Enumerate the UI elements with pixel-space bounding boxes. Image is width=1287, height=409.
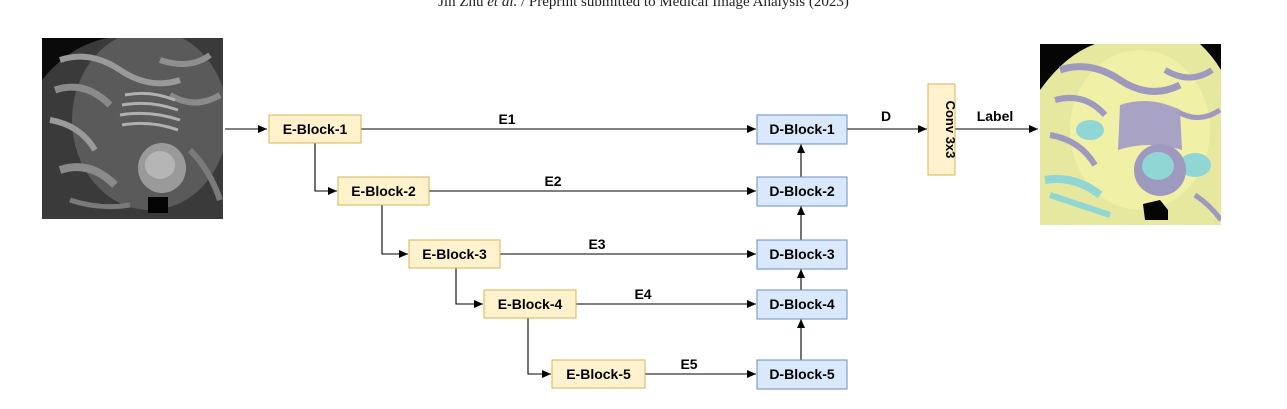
d-output-label: D	[881, 108, 891, 124]
skip-label-e1: E1	[498, 111, 515, 127]
skip-label-e5: E5	[680, 356, 697, 372]
arrow-e4-to-e5	[527, 318, 551, 378]
d-block-3-label: D-Block-3	[769, 246, 835, 262]
d-block-2: D-Block-2	[756, 176, 848, 207]
e-block-1: E-Block-1	[268, 114, 362, 144]
e-block-2-label: E-Block-2	[351, 183, 416, 199]
d-block-4-label: D-Block-4	[769, 296, 835, 312]
d-block-4: D-Block-4	[756, 289, 848, 320]
skip-label-e2: E2	[544, 173, 561, 189]
d-block-2-label: D-Block-2	[769, 183, 835, 199]
arrow-e2-to-e3	[381, 205, 408, 258]
connectors	[225, 125, 1038, 378]
e-block-2: E-Block-2	[337, 176, 430, 206]
arrow-e1-to-e2	[314, 143, 337, 195]
skip-label-e4: E4	[634, 286, 651, 302]
header-rest: / Preprint submitted to Medical Image An…	[521, 0, 849, 10]
encoder-blocks: E-Block-1 E-Block-2 E-Block-3 E-Block-4 …	[268, 114, 646, 389]
e-block-3: E-Block-3	[408, 239, 501, 269]
e-block-3-label: E-Block-3	[422, 246, 487, 262]
input-mri-image	[42, 38, 223, 219]
header-author: Jin Zhu	[438, 0, 484, 10]
skip-label-e3: E3	[588, 236, 605, 252]
e-block-5-label: E-Block-5	[566, 366, 631, 382]
e-block-1-label: E-Block-1	[283, 121, 348, 137]
d-block-3: D-Block-3	[756, 239, 848, 270]
output-label-text: Label	[977, 108, 1014, 124]
conv-block-label: Conv 3x3	[943, 101, 958, 159]
e-block-4: E-Block-4	[483, 289, 577, 319]
d-block-5-label: D-Block-5	[769, 366, 835, 382]
conv-block: Conv 3x3	[927, 83, 958, 176]
e-block-4-label: E-Block-4	[498, 296, 563, 312]
d-block-5: D-Block-5	[756, 359, 848, 390]
d-block-1: D-Block-1	[756, 114, 848, 145]
d-block-1-label: D-Block-1	[769, 121, 835, 137]
output-label-image	[1040, 44, 1221, 225]
decoder-blocks: D-Block-1 D-Block-2 D-Block-3 D-Block-4 …	[756, 114, 848, 390]
e-block-5: E-Block-5	[551, 359, 646, 389]
header-etal: et al.	[487, 0, 518, 10]
arrow-e3-to-e4	[455, 268, 483, 308]
skip-labels: E1 E2 E3 E4 E5	[498, 111, 697, 372]
page-header: Jin Zhu et al. / Preprint submitted to M…	[0, 0, 1287, 11]
